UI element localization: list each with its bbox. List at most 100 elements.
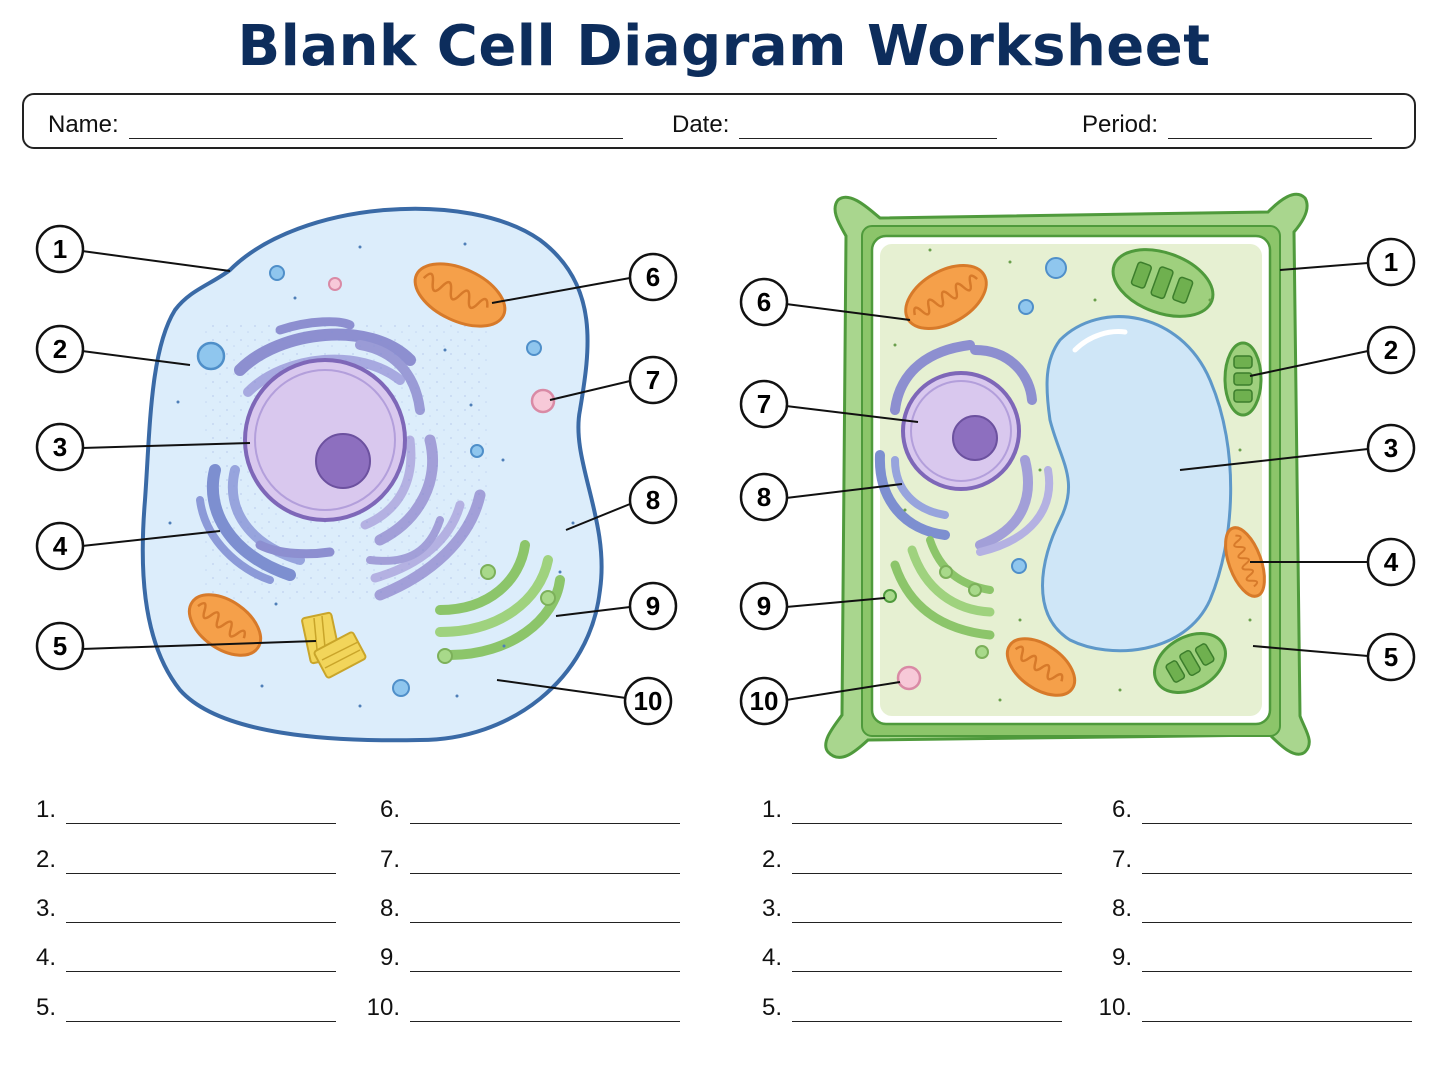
plant-label-5: 5 [1366,632,1416,682]
answer-row[interactable]: 1. [746,796,1062,824]
svg-text:2: 2 [1384,335,1398,365]
answer-number: 3. [35,895,56,922]
answer-number: 1. [35,796,56,823]
answer-line[interactable] [1142,799,1412,824]
answer-row[interactable]: 6. [350,796,680,824]
answer-line[interactable] [792,947,1062,972]
svg-text:8: 8 [757,482,771,512]
answer-number: 1. [761,796,782,823]
answer-row[interactable]: 2. [746,846,1062,874]
answer-row[interactable]: 5. [20,994,336,1022]
answer-number: 4. [35,944,56,971]
answer-line[interactable] [1142,898,1412,923]
answer-line[interactable] [410,849,680,874]
answer-line[interactable] [792,849,1062,874]
plant-label-9: 9 [739,581,789,631]
answer-number: 6. [379,796,400,823]
svg-text:6: 6 [757,287,771,317]
animal-label-4: 4 [35,521,85,571]
plant-label-10: 10 [739,676,789,726]
answer-row[interactable]: 3. [20,895,336,923]
answer-row[interactable]: 9. [350,944,680,972]
name-label: Name: [48,111,119,138]
plant-labels: 1 2 3 4 5 6 7 8 9 10 [739,237,1416,726]
svg-text:7: 7 [757,389,771,419]
answer-row[interactable]: 4. [746,944,1062,972]
date-line[interactable] [739,116,998,139]
plant-nucleolus [952,415,998,461]
plant-label-4: 4 [1366,537,1416,587]
animal-label-1: 1 [35,224,85,274]
animal-label-5: 5 [35,621,85,671]
answer-row[interactable]: 7. [1082,846,1412,874]
plant-central-vacuole [1041,315,1233,653]
animal-centrioles [301,611,367,679]
answer-row[interactable]: 8. [1082,895,1412,923]
period-field[interactable]: Period: [1082,111,1373,139]
animal-mitochondrion-bottom [187,593,263,657]
answer-row[interactable]: 3. [746,895,1062,923]
svg-text:6: 6 [646,262,660,292]
answer-row[interactable]: 10. [1082,994,1412,1022]
plant-chloroplast-right [1223,341,1263,417]
answer-line[interactable] [66,898,336,923]
answer-line[interactable] [1142,997,1412,1022]
cell-diagrams: 1 2 3 4 5 6 7 8 9 10 [35,192,1416,759]
answer-row[interactable]: 10. [350,994,680,1022]
answer-number: 9. [379,944,400,971]
animal-leader-lines [81,250,631,699]
period-line[interactable] [1168,116,1373,139]
answer-line[interactable] [792,898,1062,923]
svg-text:5: 5 [53,631,67,661]
answer-number: 3. [761,895,782,922]
answer-row[interactable]: 9. [1082,944,1412,972]
answer-number: 8. [1111,895,1132,922]
plant-label-1: 1 [1366,237,1416,287]
answer-row[interactable]: 5. [746,994,1062,1022]
answer-row[interactable]: 7. [350,846,680,874]
answer-row[interactable]: 6. [1082,796,1412,824]
answer-line[interactable] [792,997,1062,1022]
answer-row[interactable]: 1. [20,796,336,824]
answer-line[interactable] [410,947,680,972]
svg-text:1: 1 [53,234,67,264]
animal-label-6: 6 [628,252,678,302]
answer-row[interactable]: 2. [20,846,336,874]
plant-chloroplast-bottom [1153,632,1227,694]
answer-number: 7. [379,846,400,873]
answer-number: 8. [379,895,400,922]
plant-mitochondrion-bottom [1005,637,1077,697]
name-field[interactable]: Name: [48,111,623,139]
answer-number: 7. [1111,846,1132,873]
answer-line[interactable] [1142,947,1412,972]
svg-text:5: 5 [1384,642,1398,672]
answer-row[interactable]: 8. [350,895,680,923]
answer-line[interactable] [410,898,680,923]
answer-line[interactable] [410,997,680,1022]
answer-number: 10. [366,994,400,1021]
page-title: Blank Cell Diagram Worksheet [237,14,1211,79]
answer-line[interactable] [66,799,336,824]
date-field[interactable]: Date: [672,111,998,139]
answer-line[interactable] [410,799,680,824]
animal-label-10: 10 [623,676,673,726]
answer-line[interactable] [66,997,336,1022]
answer-line[interactable] [66,849,336,874]
answer-number: 5. [761,994,782,1021]
period-label: Period: [1082,111,1159,138]
svg-text:3: 3 [53,432,67,462]
answer-line[interactable] [792,799,1062,824]
answer-row[interactable]: 4. [20,944,336,972]
svg-text:4: 4 [53,531,68,561]
answer-line[interactable] [66,947,336,972]
plant-cell [824,192,1311,759]
name-line[interactable] [128,116,623,139]
answer-line[interactable] [1142,849,1412,874]
svg-text:1: 1 [1384,247,1398,277]
animal-golgi [435,540,565,660]
animal-label-9: 9 [628,581,678,631]
animal-label-3: 3 [35,422,85,472]
animal-nucleolus [315,433,371,489]
animal-labels: 1 2 3 4 5 6 7 8 9 10 [35,224,678,726]
plant-label-8: 8 [739,472,789,522]
